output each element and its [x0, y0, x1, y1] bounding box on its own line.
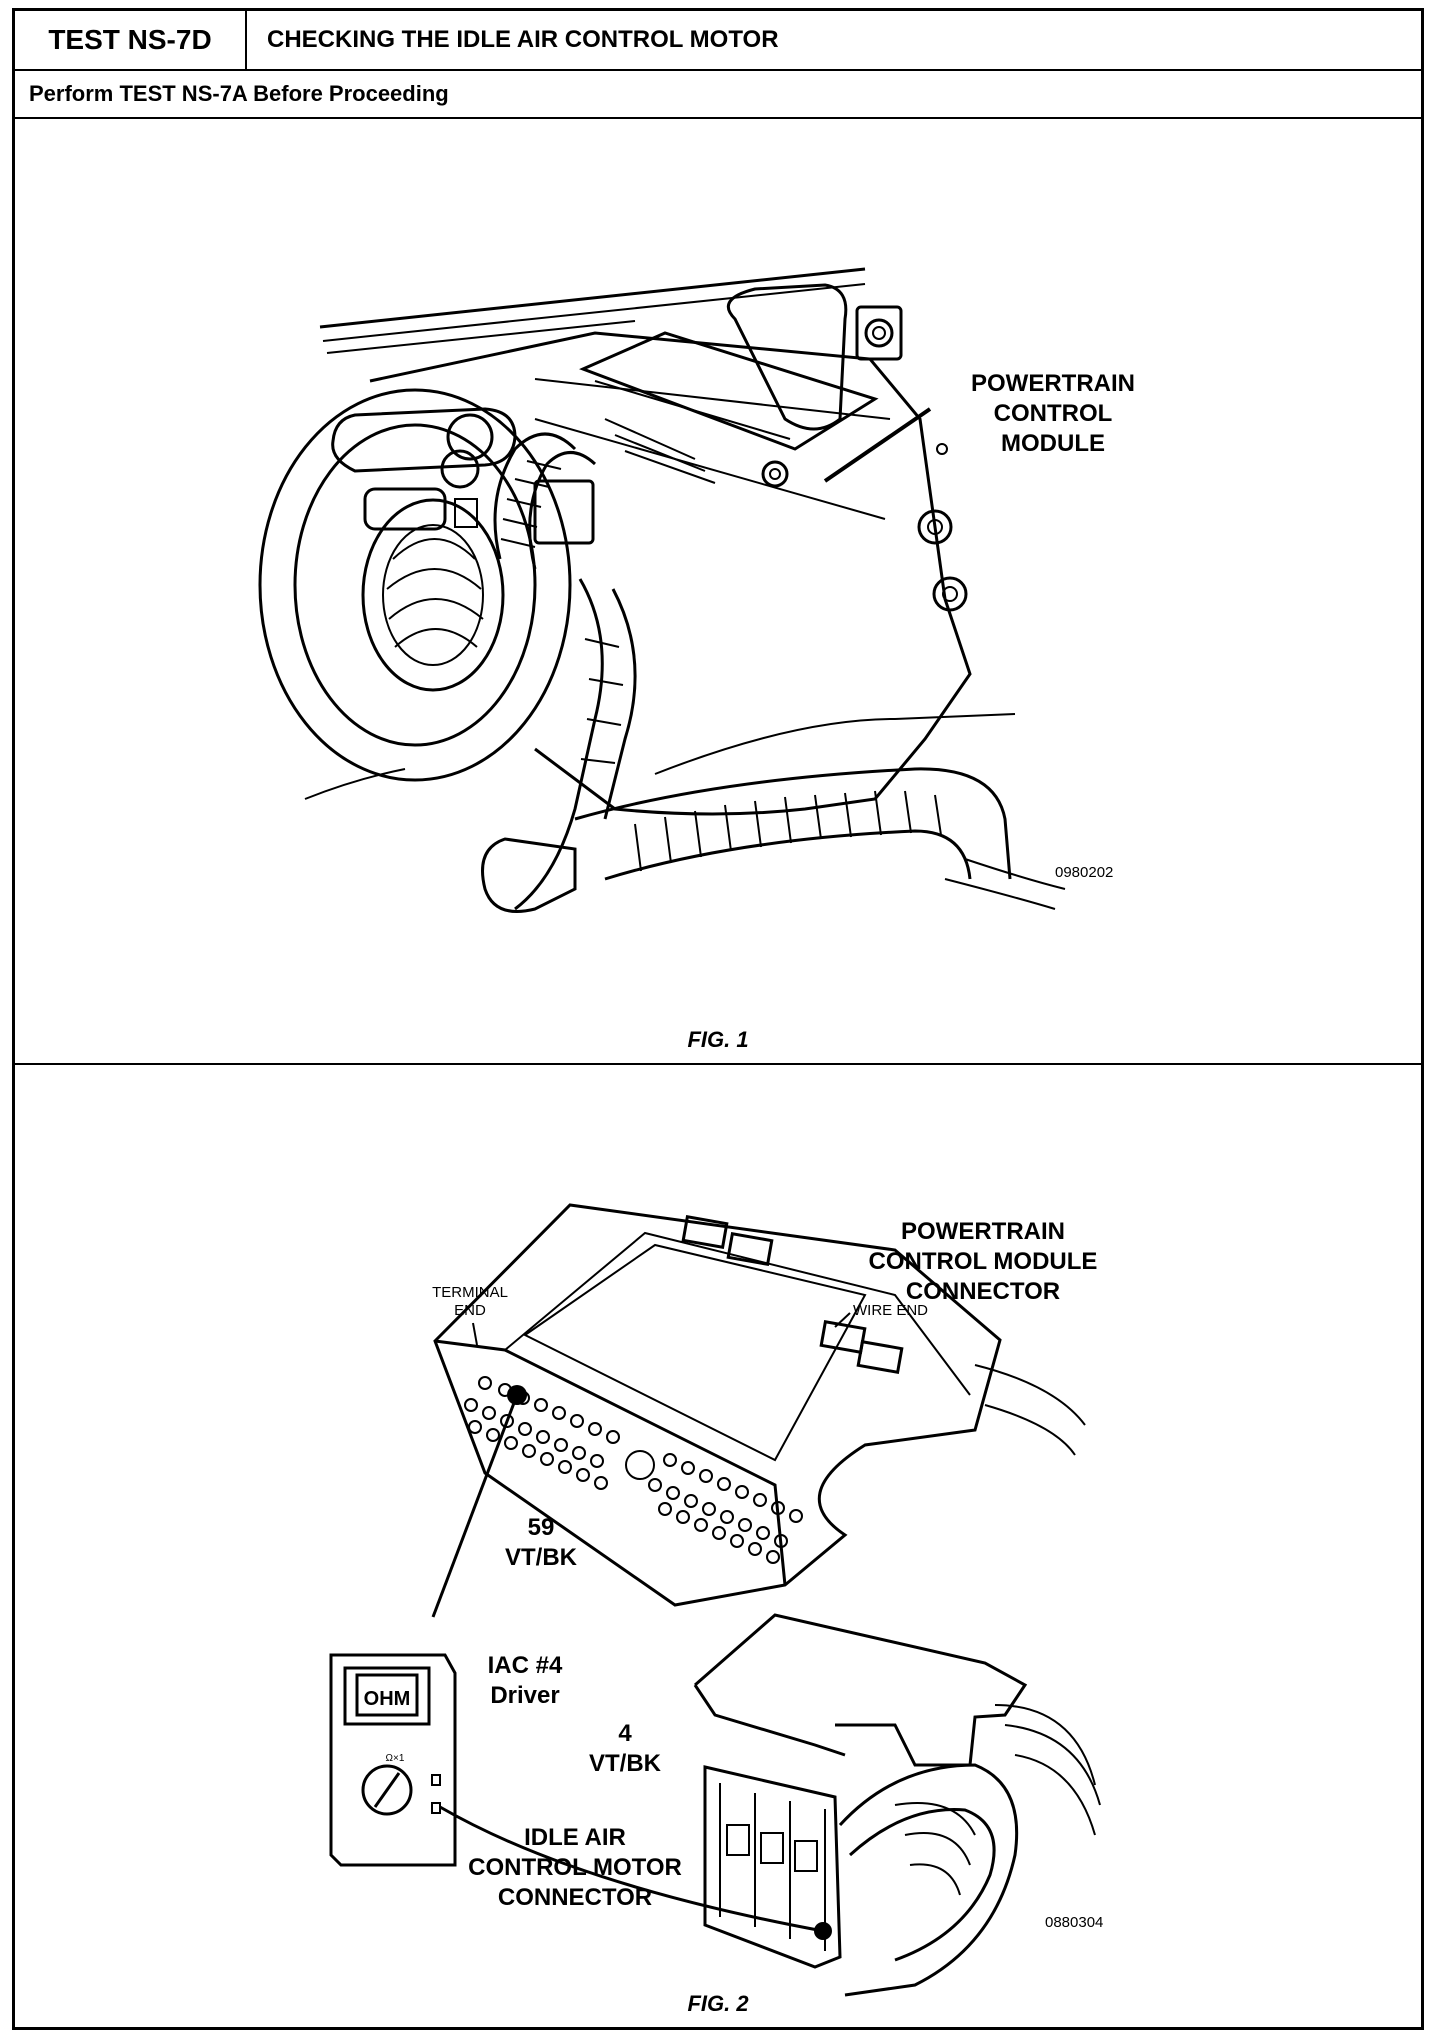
figure-2-caption: FIG. 2	[687, 1991, 749, 2016]
figure-2-code: 0880304	[1045, 1914, 1103, 1931]
test-sheet: TEST NS-7D CHECKING THE IDLE AIR CONTROL…	[12, 8, 1424, 2030]
header-bar: TEST NS-7D CHECKING THE IDLE AIR CONTROL…	[15, 11, 1421, 71]
test-id: TEST NS-7D	[15, 11, 247, 69]
figure-1-caption: FIG. 1	[687, 1027, 749, 1052]
test-title: CHECKING THE IDLE AIR CONTROL MOTOR	[267, 26, 779, 53]
meter-display: OHM	[364, 1688, 411, 1710]
prerequisite-note: Perform TEST NS-7A Before Proceeding	[15, 71, 1421, 119]
wire-end-label: WIRE END	[853, 1302, 928, 1319]
figure-1-code: 0980202	[1055, 864, 1113, 881]
meter-scale: Ω×1	[386, 1753, 405, 1764]
